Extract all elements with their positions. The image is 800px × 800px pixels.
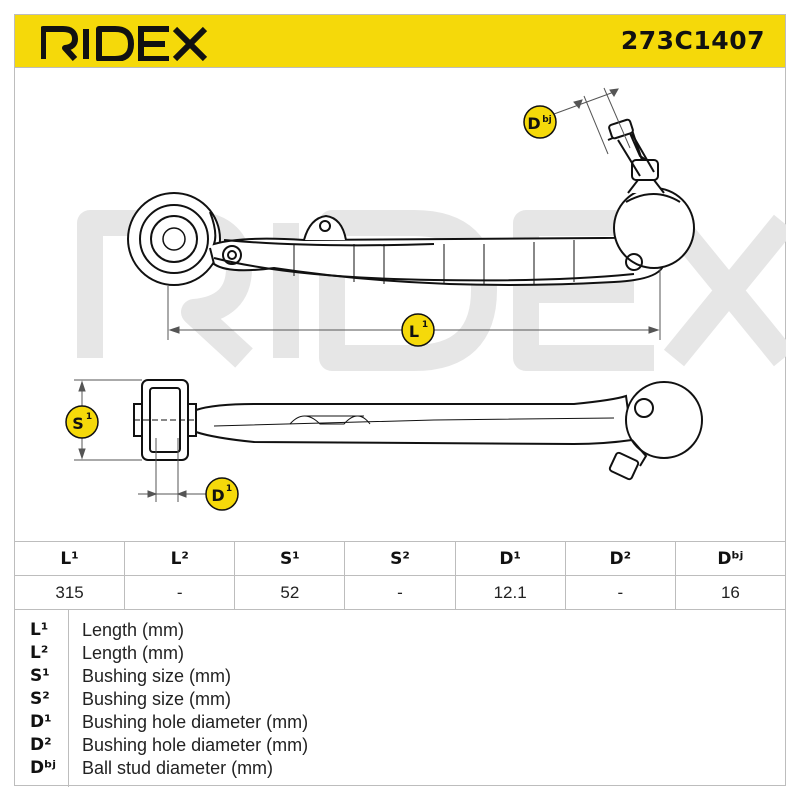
svg-text:1: 1: [226, 484, 232, 494]
svg-text:S: S: [72, 414, 84, 433]
value-dbj: 16: [674, 575, 787, 610]
svg-text:1: 1: [422, 320, 428, 330]
legend-desc: Bushing size (mm): [82, 666, 232, 686]
legend-key: L²: [30, 643, 49, 663]
legend-desc: Bushing hole diameter (mm): [82, 735, 309, 755]
arm-top-view: [127, 118, 695, 286]
header-s2: S²: [344, 541, 456, 576]
legend-key: L¹: [30, 620, 49, 640]
legend-desc: Length (mm): [82, 620, 185, 640]
value-s2: -: [344, 575, 456, 610]
legend-row: S¹ Bushing size (mm): [14, 666, 786, 688]
legend-row: D¹ Bushing hole diameter (mm): [14, 712, 786, 734]
legend-row: D² Bushing hole diameter (mm): [14, 735, 786, 757]
legend-key: D¹: [30, 712, 52, 732]
value-l1: 315: [13, 575, 126, 610]
d1-dimension: [138, 438, 210, 502]
badge-d1: D 1: [205, 477, 239, 511]
legend-desc: Bushing hole diameter (mm): [82, 712, 309, 732]
legend-key: S¹: [30, 666, 50, 686]
legend: L¹ Length (mm) L² Length (mm) S¹ Bushing…: [14, 609, 786, 787]
legend-desc: Bushing size (mm): [82, 689, 232, 709]
spec-table-header-row: L¹ L² S¹ S² D¹ D² Dᵇʲ: [13, 541, 787, 576]
arm-side-view: [133, 379, 703, 481]
badge-dbj: D bj: [523, 105, 557, 139]
value-d1: 12.1: [454, 575, 566, 610]
badge-l1: L 1: [401, 313, 435, 347]
dbj-dimension: [553, 87, 631, 155]
legend-key: S²: [30, 689, 50, 709]
legend-row: Dᵇʲ Ball stud diameter (mm): [14, 758, 786, 780]
badge-s1: S 1: [65, 405, 99, 439]
svg-text:L: L: [409, 322, 419, 341]
legend-row: L² Length (mm): [14, 643, 786, 665]
svg-text:1: 1: [86, 412, 92, 422]
header-l1: L¹: [13, 541, 126, 576]
legend-row: S² Bushing size (mm): [14, 689, 786, 711]
header-bar: 273C1407: [14, 14, 786, 68]
legend-desc: Length (mm): [82, 643, 185, 663]
legend-divider: [68, 610, 69, 787]
header-s1: S¹: [234, 541, 346, 576]
legend-key: D²: [30, 735, 52, 755]
legend-desc: Ball stud diameter (mm): [82, 758, 274, 778]
ridex-logo: [41, 26, 208, 61]
technical-drawing: D bj L 1 S: [65, 87, 786, 511]
legend-key: Dᵇʲ: [30, 758, 56, 778]
spec-table: L¹ L² S¹ S² D¹ D² Dᵇʲ 315 - 52 - 12.1 - …: [13, 541, 787, 610]
header-d1: D¹: [454, 541, 566, 576]
part-number: 273C1407: [620, 26, 765, 55]
svg-text:bj: bj: [542, 115, 552, 125]
svg-text:D: D: [527, 114, 540, 133]
value-d2: -: [564, 575, 676, 610]
spec-table-value-row: 315 - 52 - 12.1 - 16: [13, 575, 787, 610]
svg-text:D: D: [211, 486, 224, 505]
value-l2: -: [124, 575, 236, 610]
header-l2: L²: [124, 541, 236, 576]
value-s1: 52: [234, 575, 346, 610]
header-dbj: Dᵇʲ: [674, 541, 787, 576]
legend-row: L¹ Length (mm): [14, 620, 786, 642]
header-d2: D²: [564, 541, 676, 576]
